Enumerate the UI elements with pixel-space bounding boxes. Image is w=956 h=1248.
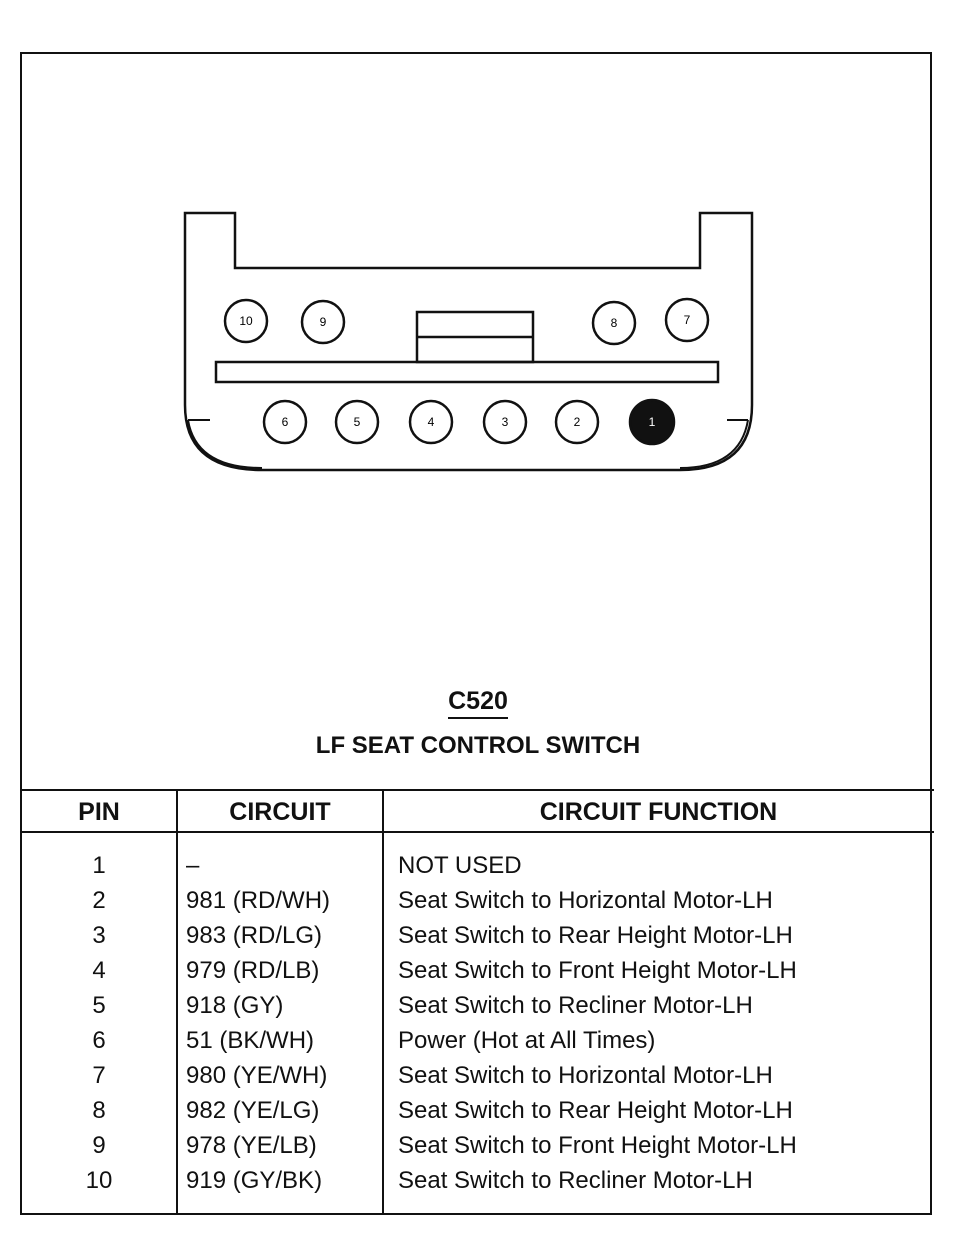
pin-8-circle: 8 (591, 300, 637, 346)
pin-4-label: 4 (428, 415, 435, 429)
function-cell: Seat Switch to Recliner Motor-LH (398, 992, 753, 1019)
connector-body (183, 211, 754, 472)
pin-cell: 1 (92, 852, 106, 879)
circuit-cell: 979 (RD/LB) (186, 957, 320, 984)
pin-cell: 9 (92, 1132, 106, 1159)
table-row: 6 51 (BK/WH) Power (Hot at All Times) (0, 1027, 956, 1062)
function-cell: Seat Switch to Rear Height Motor-LH (398, 1097, 793, 1124)
pin-9-label: 9 (320, 315, 327, 329)
table-row: 5 918 (GY) Seat Switch to Recliner Motor-L… (0, 992, 956, 1027)
pin-2-label: 2 (574, 415, 581, 429)
pin-4-circle: 4 (408, 399, 454, 445)
pin-7-circle: 7 (664, 297, 710, 343)
table-row: 1 – NOT USED (0, 852, 956, 887)
function-cell: NOT USED (398, 852, 522, 879)
circuit-cell: 982 (YE/LG) (186, 1097, 320, 1124)
connector-rib (214, 360, 720, 384)
circuit-cell: 980 (YE/WH) (186, 1062, 328, 1089)
pin-cell: 5 (92, 992, 106, 1019)
function-cell: Seat Switch to Rear Height Motor-LH (398, 922, 793, 949)
pin-cell: 6 (92, 1027, 106, 1054)
pin-cell: 2 (92, 887, 106, 914)
pin-cell: 7 (92, 1062, 106, 1089)
function-cell: Seat Switch to Horizontal Motor-LH (398, 887, 773, 914)
pin-9-circle: 9 (300, 299, 346, 345)
pin-2-circle: 2 (554, 399, 600, 445)
pin-6-circle: 6 (262, 399, 308, 445)
table-row: 3 983 (RD/LG) Seat Switch to Rear Height M… (0, 922, 956, 957)
header-pin: PIN (78, 798, 120, 826)
pin-cell: 3 (92, 922, 106, 949)
function-cell: Seat Switch to Horizontal Motor-LH (398, 1062, 773, 1089)
header-function: CIRCUIT FUNCTION (539, 798, 778, 826)
table-row: 4 979 (RD/LB) Seat Switch to Front Height … (0, 957, 956, 992)
pin-7-label: 7 (684, 313, 691, 327)
function-cell: Seat Switch to Front Height Motor-LH (398, 1132, 797, 1159)
pin-10-circle: 10 (223, 298, 269, 344)
pin-8-label: 8 (611, 316, 618, 330)
circuit-cell: 919 (GY/BK) (186, 1167, 323, 1194)
table-row: 2 981 (RD/WH) Seat Switch to Horizontal Mo… (0, 887, 956, 922)
table-row: 9 978 (YE/LB) Seat Switch to Front Height … (0, 1132, 956, 1167)
pin-1-label: 1 (649, 415, 656, 429)
pin-cell: 4 (92, 957, 106, 984)
function-cell: Power (Hot at All Times) (398, 1027, 656, 1054)
circuit-cell: 51 (BK/WH) (186, 1027, 315, 1054)
pin-cell: 10 (85, 1167, 113, 1194)
pin-5-circle: 5 (334, 399, 380, 445)
pin-3-circle: 3 (482, 399, 528, 445)
header-circuit: CIRCUIT (229, 798, 331, 826)
circuit-cell: 918 (GY) (186, 992, 284, 1019)
pin-cell: 8 (92, 1097, 106, 1124)
connector-name: LF SEAT CONTROL SWITCH (315, 732, 641, 759)
circuit-cell: – (186, 852, 200, 879)
pin-1-circle: 1 (628, 398, 676, 446)
table-row: 7 980 (YE/WH) Seat Switch to Horizontal Mo… (0, 1062, 956, 1097)
diagram-frame (20, 52, 932, 1215)
circuit-cell: 983 (RD/LG) (186, 922, 323, 949)
pin-10-label: 10 (239, 314, 253, 328)
pin-5-label: 5 (354, 415, 361, 429)
pin-3-label: 3 (502, 415, 509, 429)
circuit-cell: 978 (YE/LB) (186, 1132, 317, 1159)
connector-id: C520 (0, 687, 956, 719)
function-cell: Seat Switch to Front Height Motor-LH (398, 957, 797, 984)
table-row: 8 982 (YE/LG) Seat Switch to Rear Height M… (0, 1097, 956, 1132)
pin-6-label: 6 (282, 415, 289, 429)
circuit-cell: 981 (RD/WH) (186, 887, 331, 914)
table-row: 10 919 (GY/BK) Seat Switch to Recliner Mot… (0, 1167, 956, 1202)
function-cell: Seat Switch to Recliner Motor-LH (398, 1167, 753, 1194)
